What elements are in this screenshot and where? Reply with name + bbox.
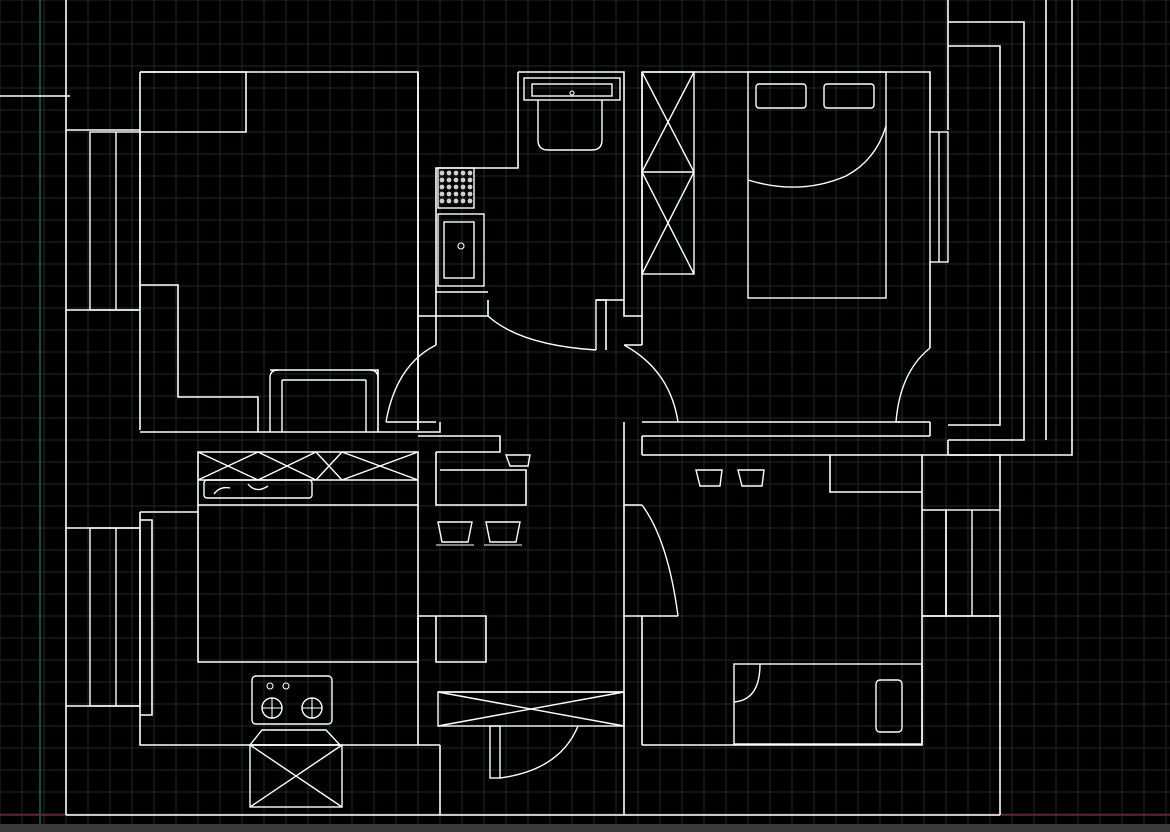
door-master-bedroom[interactable] xyxy=(895,347,931,423)
door-master-hall[interactable] xyxy=(623,344,679,423)
drain-dot xyxy=(460,198,466,204)
drain-dot xyxy=(467,198,473,204)
drain-dot xyxy=(446,170,452,176)
bar-stools xyxy=(436,454,531,546)
drain-dot xyxy=(460,184,466,190)
drain-dot xyxy=(439,170,445,176)
drain-dot xyxy=(467,184,473,190)
window-left-lower[interactable] xyxy=(66,519,153,716)
kitchen-sink-icon xyxy=(203,479,313,499)
room-bathroom[interactable] xyxy=(417,71,625,430)
drain-dot xyxy=(446,184,452,190)
nightstand-stools xyxy=(695,469,765,487)
drain-dot xyxy=(467,191,473,197)
window-master-right[interactable] xyxy=(929,131,949,263)
wardrobe[interactable] xyxy=(641,71,695,275)
drain-dot xyxy=(446,198,452,204)
door-entry[interactable] xyxy=(489,725,579,779)
door-left-bedroom[interactable] xyxy=(385,344,437,423)
room-master-bedroom[interactable] xyxy=(623,71,931,505)
shower-drain-icon xyxy=(437,167,475,209)
drain-dot xyxy=(467,177,473,183)
washbasin-icon xyxy=(437,213,485,287)
window-right-lower[interactable] xyxy=(922,509,1001,617)
drain-dot xyxy=(453,191,459,197)
door-bathroom[interactable] xyxy=(487,299,624,351)
double-bed[interactable] xyxy=(747,71,887,299)
drain-dot xyxy=(453,170,459,176)
drain-dot xyxy=(453,198,459,204)
drain-dot xyxy=(439,198,445,204)
stove-icon xyxy=(251,675,333,725)
window-left-upper[interactable] xyxy=(89,131,141,311)
toilet-icon xyxy=(523,77,621,151)
drain-dot xyxy=(460,170,466,176)
drain-dot xyxy=(453,184,459,190)
drain-dot xyxy=(439,184,445,190)
single-bed[interactable] xyxy=(733,663,923,745)
drain-dot xyxy=(446,191,452,197)
drain-dot xyxy=(467,170,473,176)
door-right-bedroom[interactable] xyxy=(624,504,679,617)
kitchen-counter-cabinets xyxy=(197,451,419,481)
drain-dot xyxy=(446,177,452,183)
room-left-bedroom[interactable] xyxy=(140,284,441,433)
drain-dot xyxy=(439,177,445,183)
kitchen-appliance-box xyxy=(248,729,343,808)
drain-dot xyxy=(460,177,466,183)
drain-dot xyxy=(439,191,445,197)
drain-dot xyxy=(460,191,466,197)
status-bar xyxy=(0,824,1170,832)
drain-dot xyxy=(453,177,459,183)
